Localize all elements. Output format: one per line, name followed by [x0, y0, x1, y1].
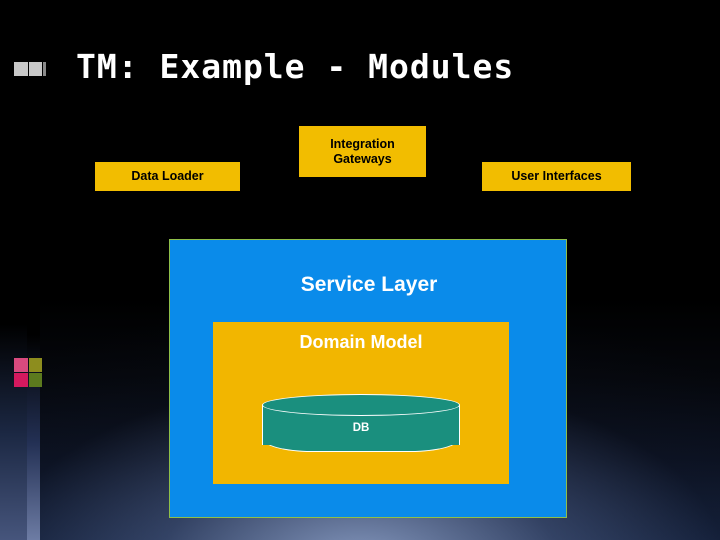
- module-label-integration-gateways-line2: Gateways: [333, 151, 392, 166]
- decoration-square-mid-1: [14, 358, 28, 372]
- decoration-square-top-1: [14, 62, 28, 76]
- module-label-domain-model: Domain Model: [299, 332, 423, 352]
- left-decorative-strip-inner: [27, 0, 40, 540]
- module-label-service-layer: Service Layer: [300, 273, 438, 296]
- decoration-square-mid-3: [14, 373, 28, 387]
- module-label-integration-gateways: Integration Gateways: [330, 137, 395, 166]
- decoration-square-mid-2: [29, 358, 42, 372]
- module-box-user-interfaces: User Interfaces: [482, 162, 631, 191]
- decoration-square-mid-4: [29, 373, 42, 387]
- module-box-data-loader: Data Loader: [95, 162, 240, 191]
- module-label-user-interfaces: User Interfaces: [511, 169, 602, 184]
- module-label-data-loader: Data Loader: [131, 169, 204, 184]
- database-cylinder-top: [262, 394, 460, 416]
- module-label-integration-gateways-line1: Integration: [330, 137, 395, 152]
- database-label: DB: [352, 422, 370, 434]
- database-cylinder: DB: [262, 394, 460, 456]
- decoration-square-top-2: [29, 62, 42, 76]
- slide-title: TM: Example - Modules: [76, 47, 515, 86]
- module-box-integration-gateways: Integration Gateways: [299, 126, 426, 177]
- decoration-square-top-3: [43, 62, 46, 76]
